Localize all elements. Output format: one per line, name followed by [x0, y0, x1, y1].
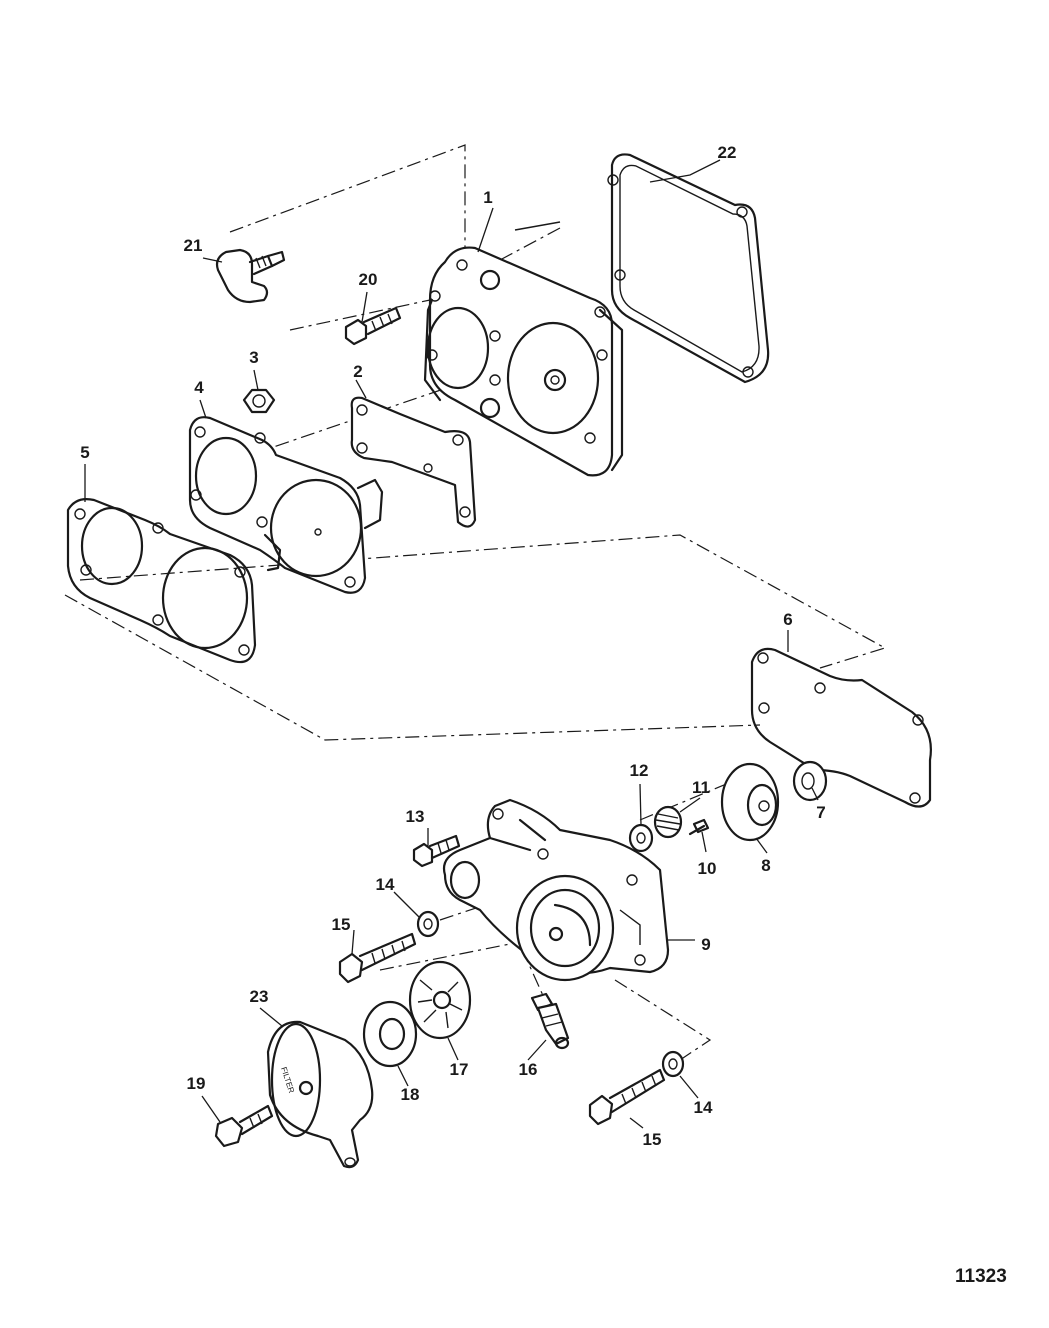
callout-6: 6	[783, 610, 792, 629]
callout-4: 4	[194, 378, 204, 397]
part-3-nut	[242, 388, 276, 414]
callout-2: 2	[353, 362, 362, 381]
callout-11: 11	[692, 778, 710, 797]
part-15-screw-upper	[338, 932, 417, 984]
callout-labels: 1 2 3 4 5 6 7 8 9 10 11 12 13 14 14 15 1…	[80, 143, 825, 1149]
callout-14-lower: 14	[694, 1098, 713, 1117]
part-19-screw	[214, 1104, 274, 1148]
callout-3: 3	[249, 348, 258, 367]
part-21-elbow-fitting	[215, 248, 286, 304]
part-20-bolt	[344, 306, 402, 346]
part-16-fitting	[530, 992, 570, 1050]
callout-5: 5	[80, 443, 89, 462]
callout-23: 23	[250, 987, 269, 1006]
callout-10: 10	[698, 859, 717, 878]
part-14-lockwasher-lower	[661, 1050, 685, 1078]
callout-1: 1	[483, 188, 492, 207]
callout-13: 13	[406, 807, 425, 826]
part-7-washer	[792, 760, 828, 802]
callout-18: 18	[401, 1085, 420, 1104]
assembly-lines	[64, 144, 887, 1061]
part-12-washer	[628, 823, 654, 853]
part-11-spring	[653, 805, 683, 839]
callout-22: 22	[718, 143, 737, 162]
part-18-seal-ring	[362, 1000, 418, 1068]
callout-15-lower: 15	[643, 1130, 662, 1149]
part-8-diaphragm-cup	[720, 762, 780, 842]
part-10-screw	[688, 818, 710, 836]
callout-15-upper: 15	[332, 915, 351, 934]
part-6-gasket	[750, 647, 932, 808]
figure-number: 11323	[955, 1266, 1007, 1287]
part-17-impeller-plate	[408, 960, 472, 1040]
callout-9: 9	[701, 935, 710, 954]
part-5-gasket	[66, 498, 257, 664]
part-9-pump-body	[442, 798, 670, 982]
callout-14-upper: 14	[376, 875, 395, 894]
part-1-housing-plate	[423, 221, 624, 477]
part-22-gasket	[607, 153, 770, 384]
callout-8: 8	[761, 856, 770, 875]
part-23-filter-cover: FILTER	[266, 1020, 374, 1169]
part-13-screw	[412, 834, 461, 868]
leader-lines	[84, 159, 819, 1129]
part-4-cover-plate	[188, 416, 384, 594]
callout-16: 16	[519, 1060, 538, 1079]
callout-17: 17	[450, 1060, 469, 1079]
part-14-lockwasher-upper	[416, 910, 440, 938]
part-15-screw-lower	[588, 1068, 666, 1126]
callout-12: 12	[630, 761, 649, 780]
callout-21: 21	[184, 236, 203, 255]
callout-20: 20	[359, 270, 378, 289]
callout-19: 19	[187, 1074, 206, 1093]
callout-7: 7	[816, 803, 825, 822]
part-2-bracket	[350, 396, 477, 528]
